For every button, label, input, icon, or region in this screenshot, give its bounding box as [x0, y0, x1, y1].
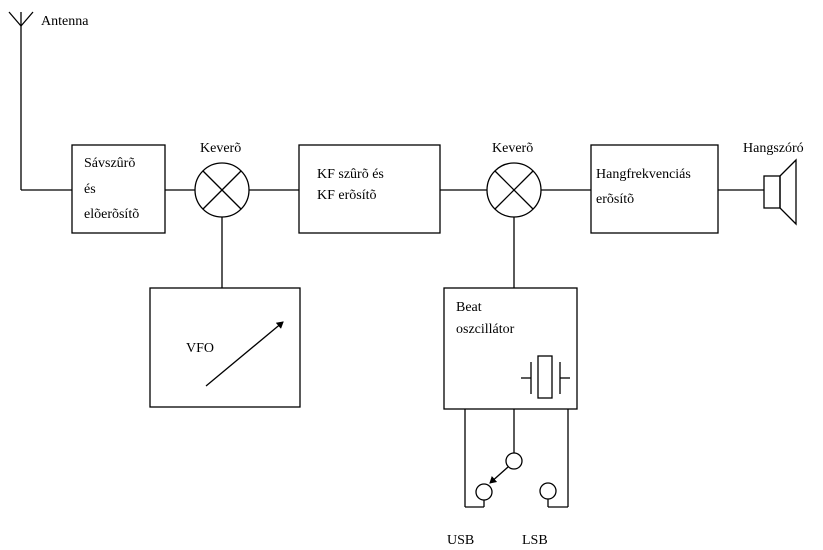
- mixer1-symbol: [194, 162, 250, 218]
- antenna-label: Antenna: [41, 14, 89, 29]
- af-label-line2: erõsítõ: [596, 192, 634, 207]
- if-label-line2: KF erõsítõ: [317, 188, 377, 203]
- bfo-label-line2: oszcillátor: [456, 322, 515, 337]
- bandpass-preamp-block: [71, 144, 166, 234]
- af-amplifier-block: [590, 144, 719, 234]
- speaker-label: Hangszóró: [743, 141, 804, 156]
- bandpass-label-line3: elõerõsítõ: [84, 207, 139, 222]
- if-label-line1: KF szûrõ és: [317, 167, 384, 182]
- if-filter-amp-block: [298, 144, 441, 234]
- bfo-label-line1: Beat: [456, 300, 482, 315]
- speaker-icon: [763, 158, 797, 226]
- switch-arm-icon: [489, 466, 509, 484]
- crystal-icon: [521, 355, 570, 399]
- switch-common-contact: [505, 452, 523, 470]
- bandpass-label-line2: és: [84, 182, 96, 197]
- lsb-label: LSB: [522, 533, 548, 548]
- af-label-line1: Hangfrekvenciás: [596, 167, 691, 182]
- vfo-block: [149, 287, 301, 408]
- variable-arrow-icon: [205, 321, 284, 387]
- mixer1-label: Keverõ: [200, 141, 241, 156]
- bfo-block: [443, 287, 578, 410]
- vfo-label: VFO: [186, 341, 214, 356]
- antenna-icon: [8, 11, 34, 190]
- usb-label: USB: [447, 533, 474, 548]
- bandpass-label-line1: Sávszûrõ: [84, 156, 135, 171]
- usb-contact: [475, 483, 493, 501]
- mixer2-label: Keverõ: [492, 141, 533, 156]
- lsb-contact: [539, 482, 557, 500]
- mixer2-symbol: [486, 162, 542, 218]
